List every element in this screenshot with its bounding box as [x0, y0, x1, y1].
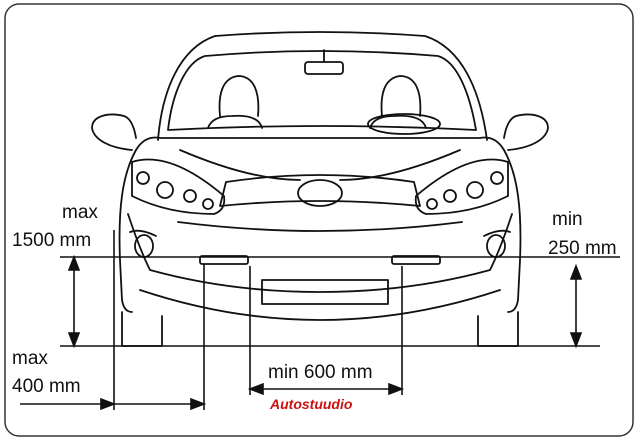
max-edge-value: 400 mm: [12, 376, 81, 397]
min-spacing-label: min 600 mm: [268, 362, 373, 383]
min-height-word: min: [552, 209, 583, 230]
max-height-word: max: [62, 202, 98, 223]
max-edge-word: max: [12, 348, 48, 369]
car-outline: [91, 31, 549, 347]
frame: [4, 3, 634, 437]
max-height-value: 1500 mm: [12, 230, 92, 251]
dimension-lines: [20, 230, 620, 411]
brand-watermark: Autostuudio: [270, 396, 353, 412]
min-height-value: 250 mm: [548, 238, 617, 259]
